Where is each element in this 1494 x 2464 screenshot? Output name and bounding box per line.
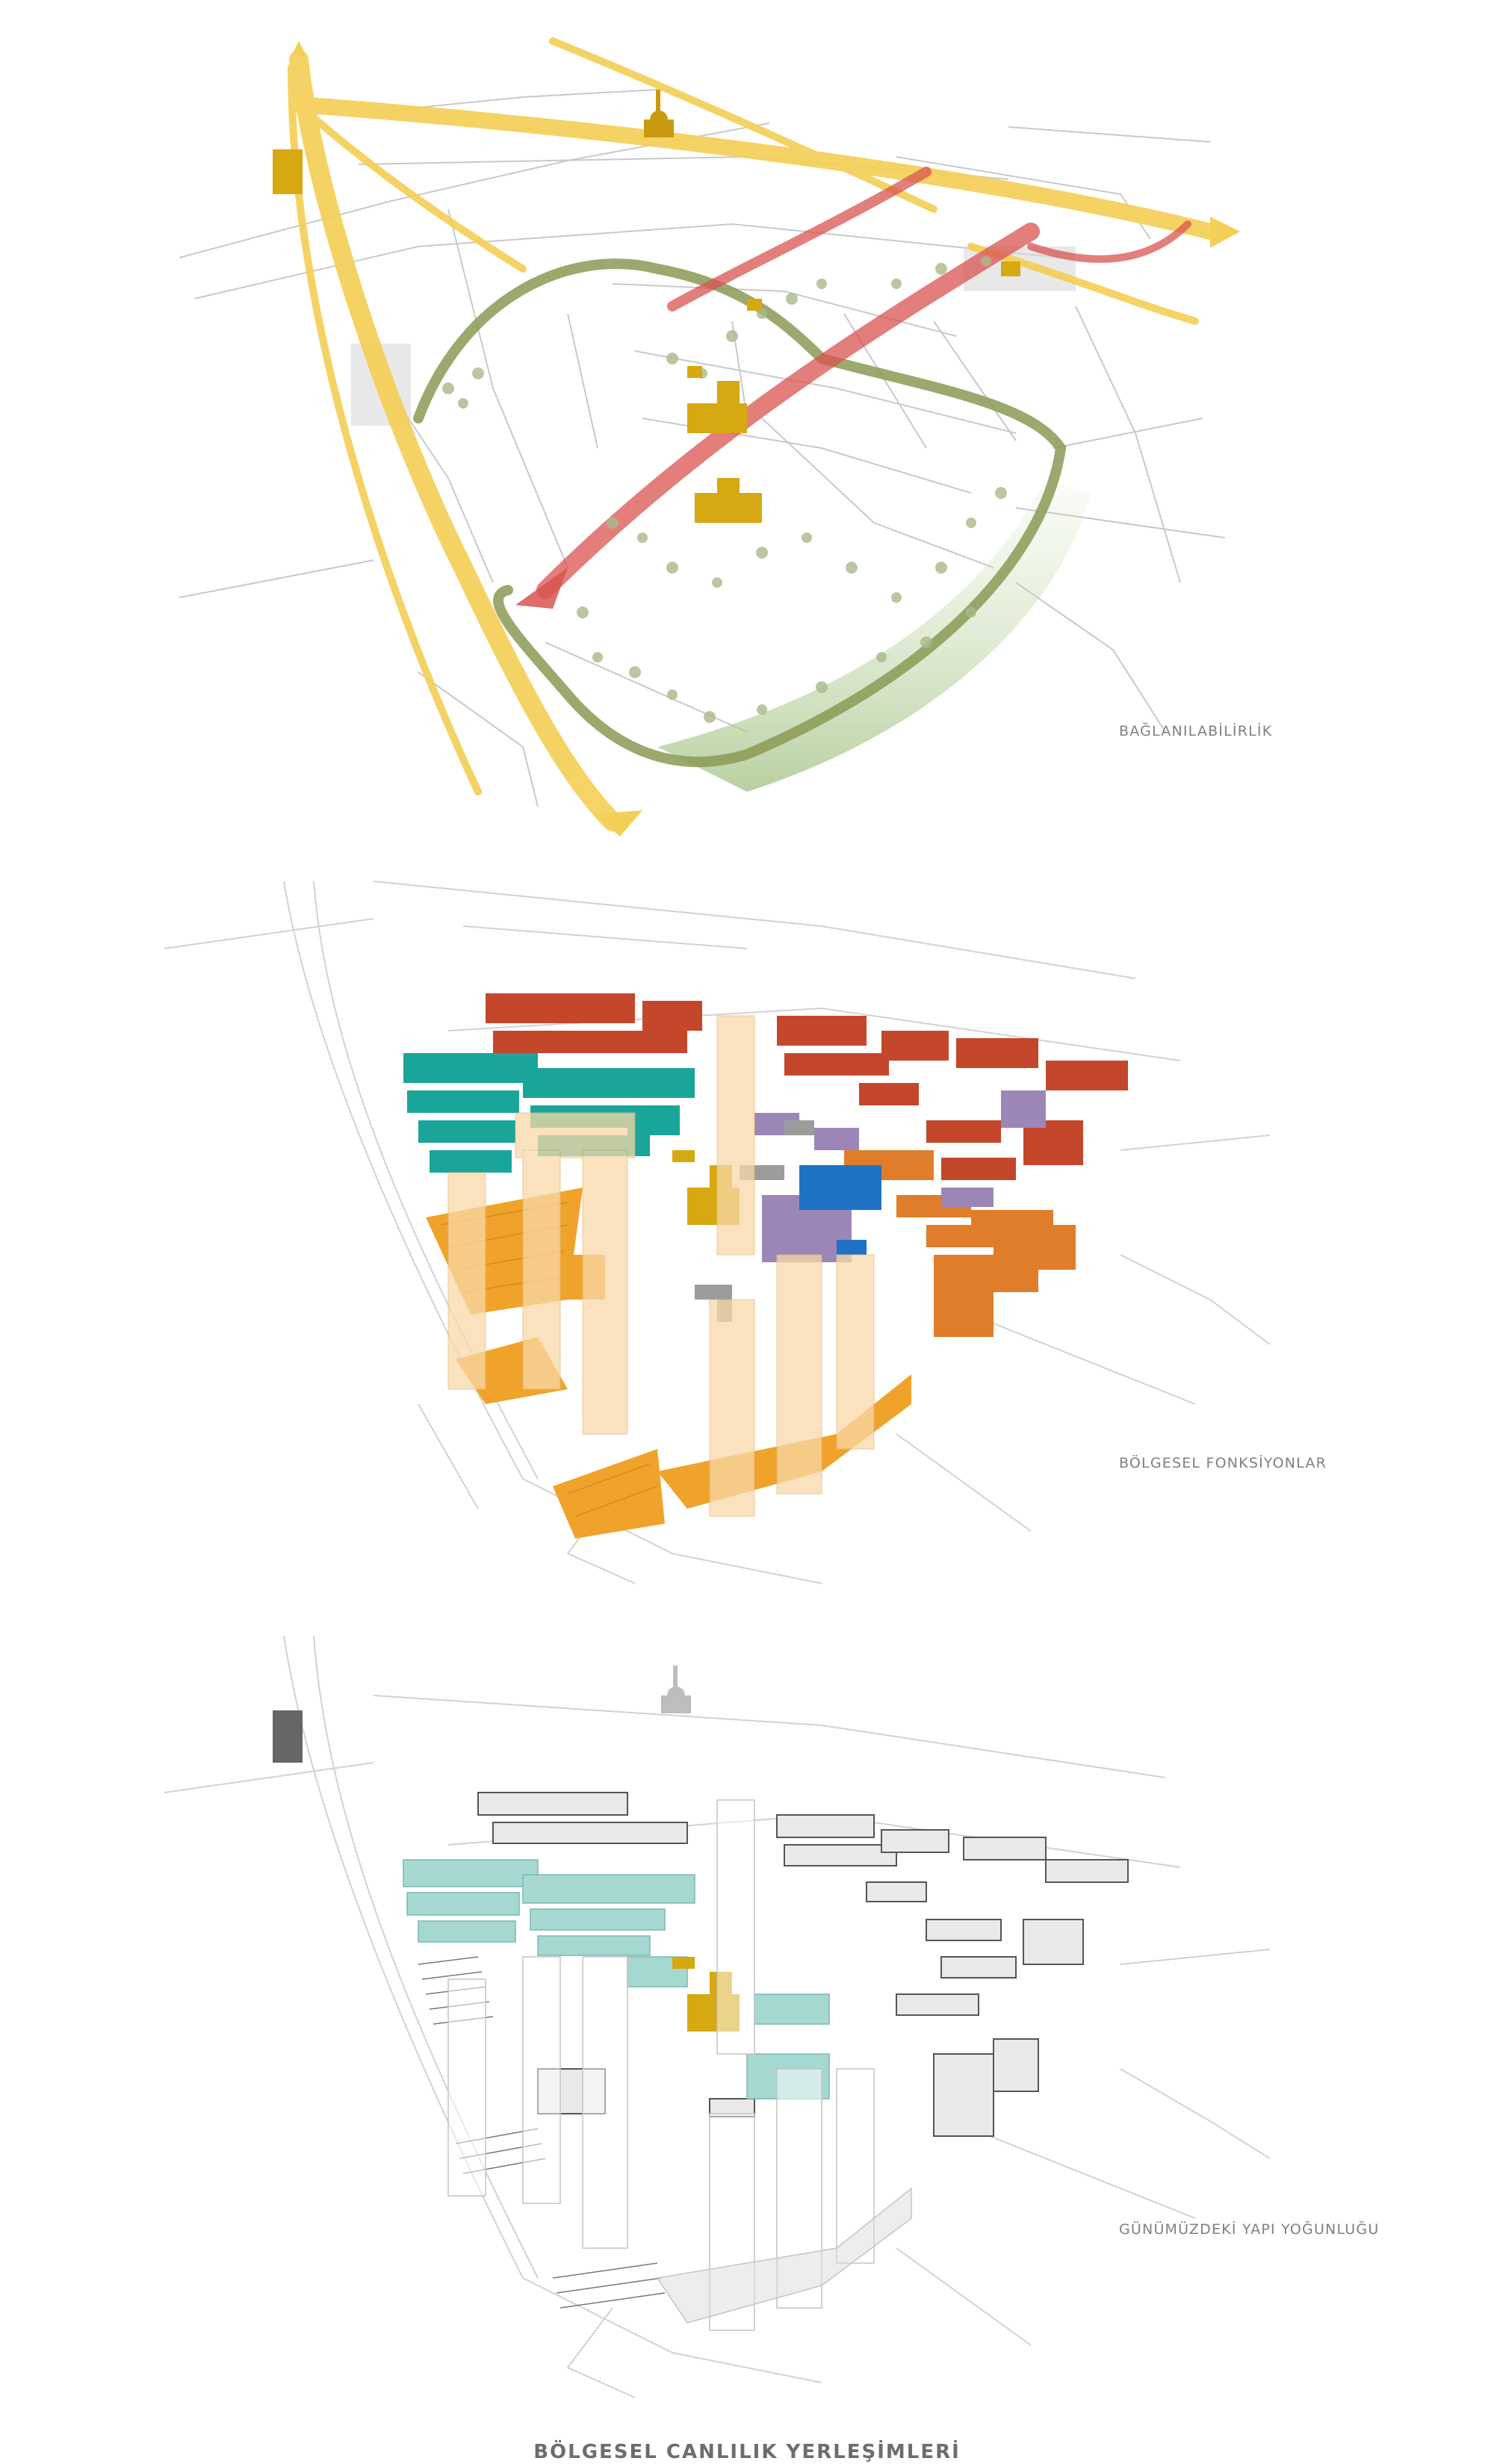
existing-blocks	[477, 1792, 1129, 2137]
green-route	[413, 258, 1067, 768]
green-buffer	[657, 478, 1091, 792]
caption-building-density: GÜNÜMÜZDEKİ YAPI YOĞUNLUĞU	[1119, 2221, 1380, 2238]
red-routes	[536, 167, 1191, 599]
panel-connectivity: BAĞLANILABİLİRLİK	[0, 0, 1494, 837]
panel-building-density: GÜNÜMÜZDEKİ YAPI YOĞUNLUĞU	[0, 1606, 1494, 2427]
tower-blocks	[447, 1015, 875, 1517]
street-map	[179, 89, 1226, 807]
page-title: BÖLGESEL CANLILIK YERLEŞİMLERİ	[533, 2441, 961, 2463]
caption-connectivity: BAĞLANILABİLİRLİK	[1119, 723, 1273, 739]
connectivity-diagram	[179, 37, 1240, 837]
panel-regional-functions: BÖLGESEL FONKSİYONLAR	[0, 837, 1494, 1606]
density-diagram	[164, 1635, 1271, 2398]
yellow-routes	[288, 37, 1218, 831]
mosque-icon	[644, 90, 674, 137]
blue-blocks	[799, 1165, 881, 1255]
yellow-arrow-north	[291, 41, 306, 56]
yellow-arrow-east	[1210, 217, 1240, 248]
caption-regional-functions: BÖLGESEL FONKSİYONLAR	[1119, 1455, 1327, 1471]
functions-diagram	[164, 881, 1271, 1584]
existing-tower	[273, 1710, 303, 1763]
red-arrow-southwest	[515, 568, 568, 609]
mosque-icon	[661, 1666, 691, 1713]
tower-outlines	[447, 1799, 912, 2331]
commercial-blocks	[486, 993, 1128, 1180]
yellow-arrow-south	[594, 810, 642, 837]
landmark-buildings	[273, 149, 1020, 523]
building-icon	[273, 149, 303, 194]
